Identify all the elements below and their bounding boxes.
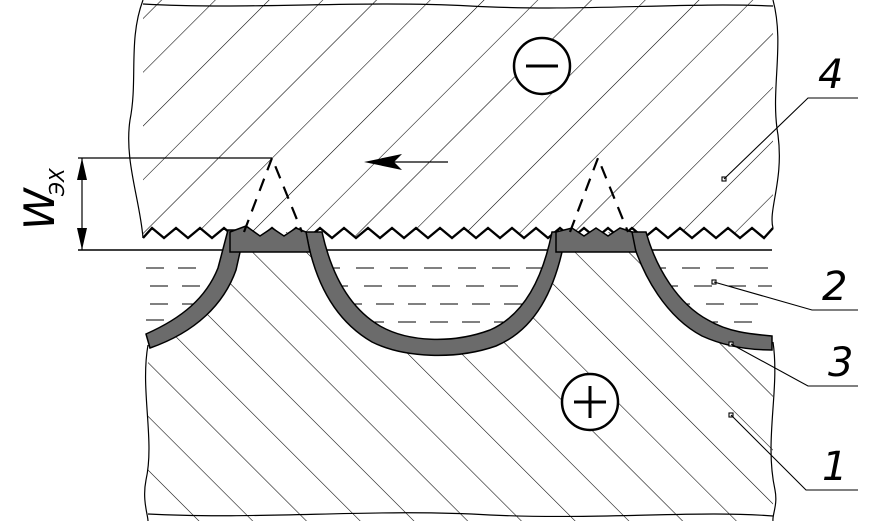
dimension-gap: W ЭХ [15,157,272,250]
anode-polarity: + [560,372,620,432]
original-peak-contours [242,154,630,233]
tool-break-line-left [128,0,144,239]
film-right [629,231,773,351]
workpiece-break-line-right [770,341,777,522]
feed-direction-arrow [364,154,448,170]
callout-number-1: 1 [822,444,847,490]
dimension-arrow-top-icon [77,158,87,180]
callout-leaders [711,97,858,491]
workpiece [144,232,777,522]
callout-leader-4 [721,97,858,182]
dashed-peak-left [242,154,304,233]
callout-number-2: 2 [822,264,847,310]
anode-sign-text: + [590,400,591,403]
dashed-peak-right [568,154,630,233]
anodic-film [145,225,773,357]
tool-break-line-right [771,0,780,229]
cathode-polarity: − [512,36,572,96]
callout-numbers: 4 2 3 1 [818,52,853,490]
callout-number-4: 4 [818,52,843,98]
dimension-label-main: W [15,187,64,230]
film-peak-right [555,227,637,253]
dimension-label-subscript: ЭХ [45,167,69,197]
callout-number-3: 3 [828,340,853,386]
workpiece-break-line-bottom [147,512,774,518]
workpiece-break-line-left [144,344,150,522]
callout-leader-1 [728,412,858,491]
dimension-label: W ЭХ [15,167,69,230]
dimension-arrow-bottom-icon [77,228,87,250]
tool-break-line-top [142,3,774,9]
cathode-sign-text: − [542,65,543,67]
callout-leader-2 [711,279,858,311]
film-peak-left [229,225,311,253]
callout-leader-3 [728,341,858,387]
tool-electrode [128,0,780,240]
